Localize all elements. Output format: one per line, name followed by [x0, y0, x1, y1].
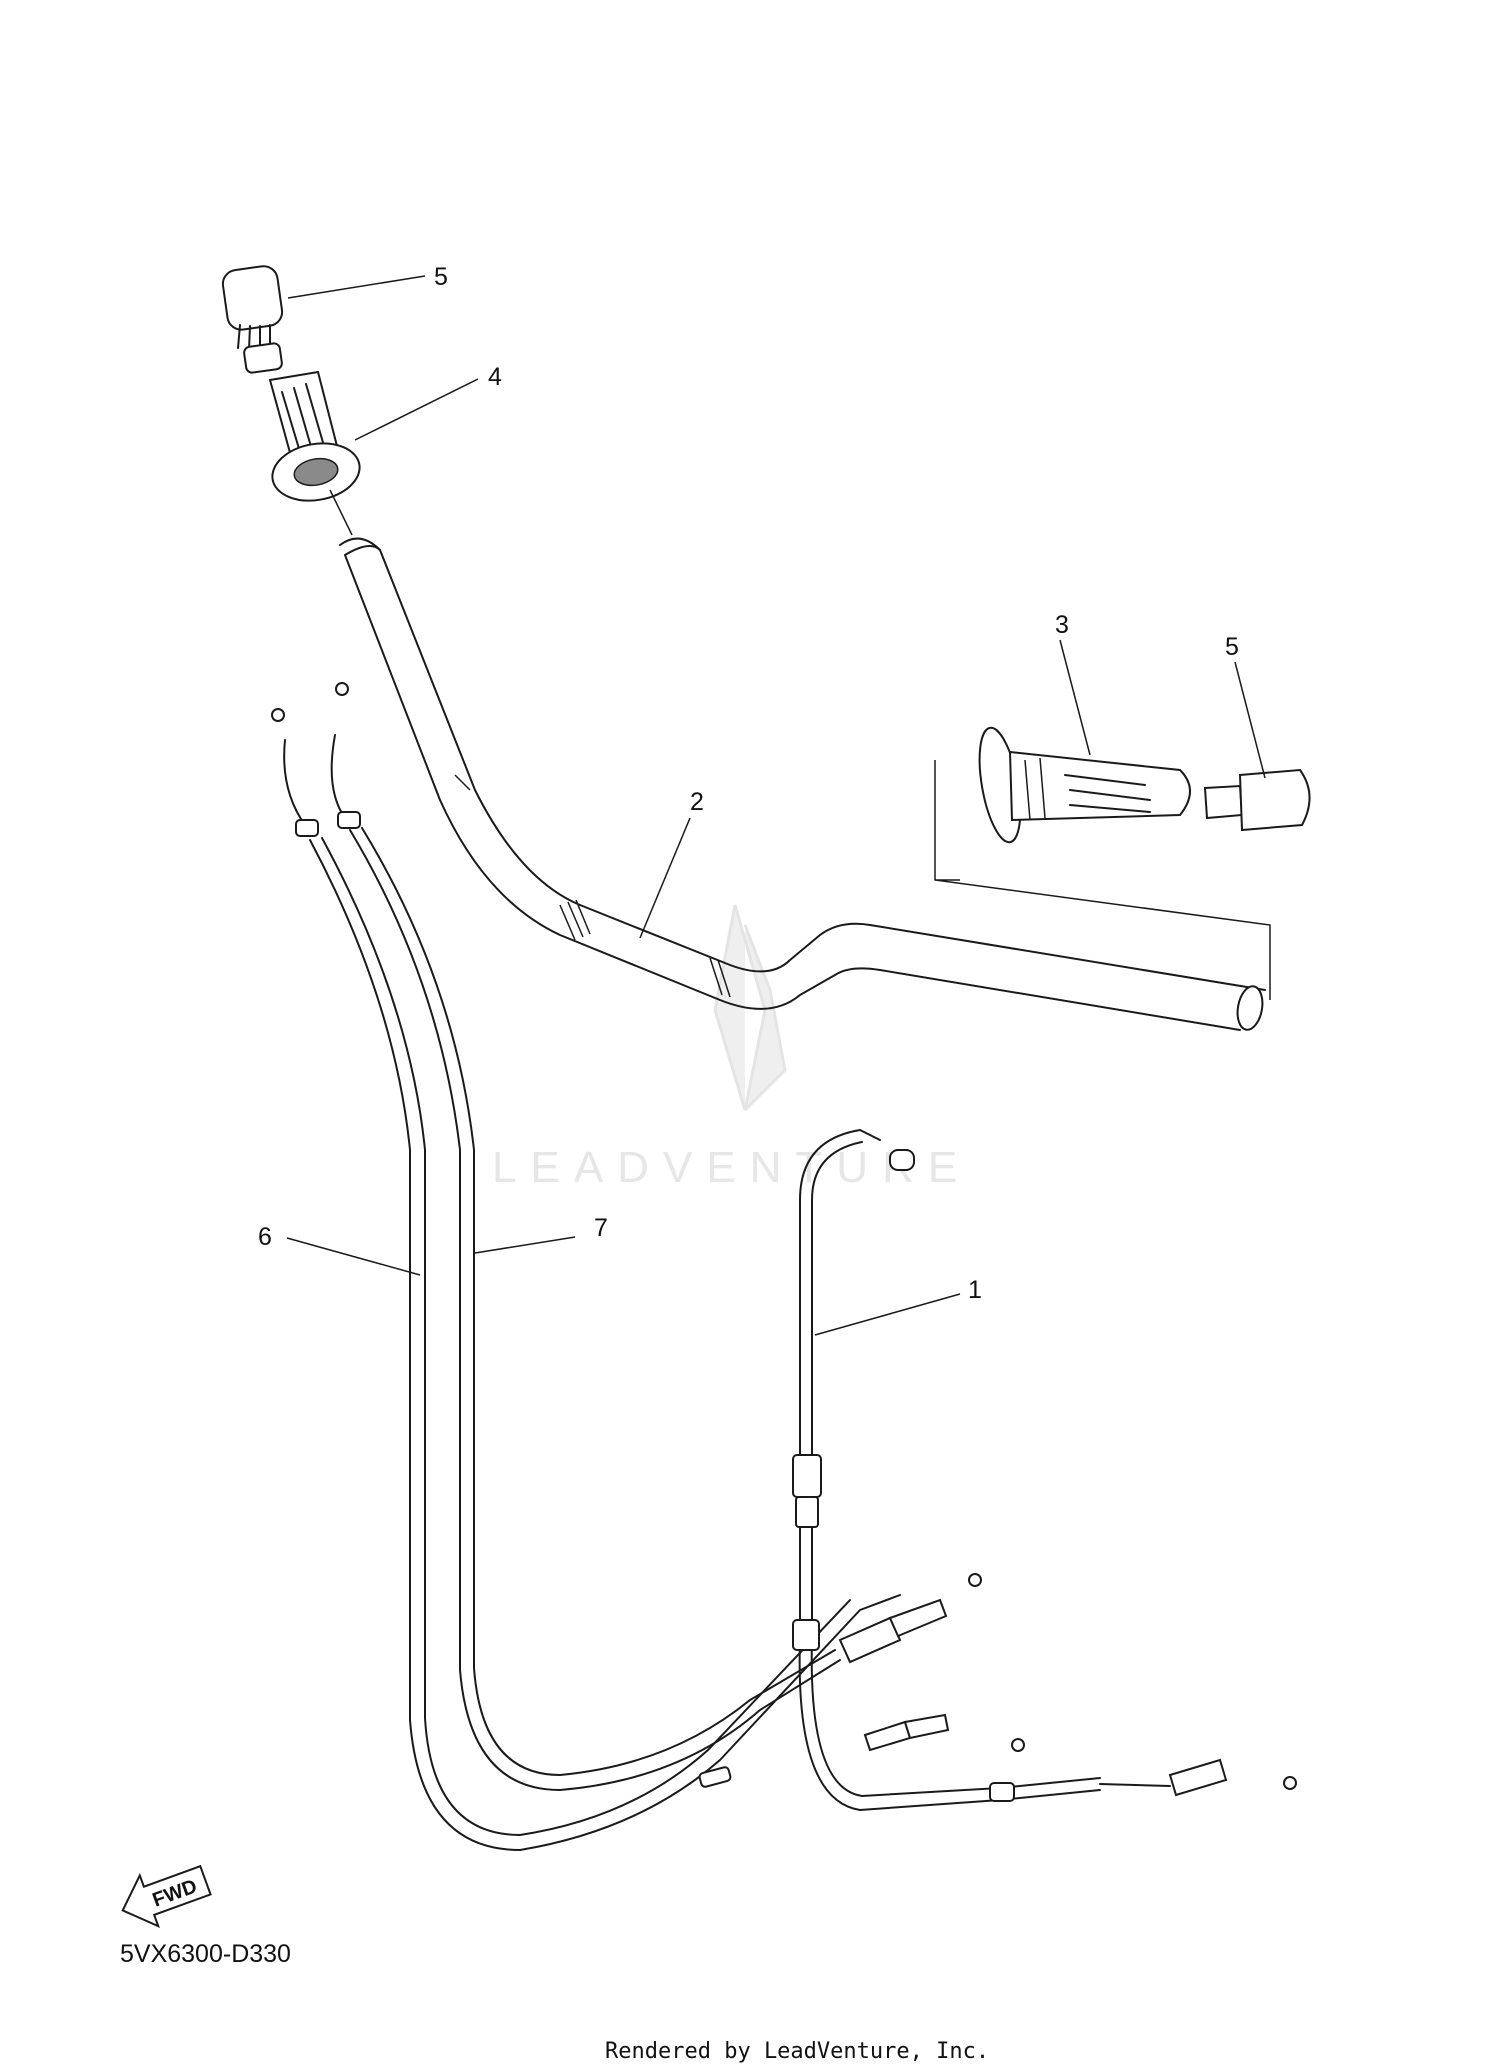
callout-6: 6: [258, 1223, 272, 1251]
callout-7: 7: [594, 1214, 608, 1242]
clutch-cable: [792, 1129, 1297, 1811]
callout-5-top: 5: [434, 263, 448, 291]
throttle-cables: [271, 682, 1025, 1851]
throttle-grip: [268, 370, 361, 536]
credit-text: Rendered by LeadVenture, Inc.: [605, 2039, 989, 2064]
watermark: LEADVENTURE: [492, 904, 971, 1192]
bar-end-weight-right: [1203, 768, 1311, 832]
callout-4: 4: [488, 363, 502, 391]
fwd-arrow-icon: FWD: [121, 1864, 212, 1929]
left-grip: [978, 726, 1191, 844]
watermark-logo-icon: [713, 904, 787, 1112]
bar-end-weight-left: [221, 265, 284, 374]
watermark-text: LEADVENTURE: [492, 1143, 971, 1192]
callout-3: 3: [1055, 611, 1069, 639]
handlebar: [339, 537, 1266, 1031]
diagram-code: 5VX6300-D330: [120, 1940, 291, 1968]
callout-1: 1: [968, 1276, 982, 1304]
leader-lines: [286, 275, 1266, 1336]
grip-assembly-bracket: [934, 760, 1271, 1000]
callout-2: 2: [690, 788, 704, 816]
callout-5-right: 5: [1225, 633, 1239, 661]
